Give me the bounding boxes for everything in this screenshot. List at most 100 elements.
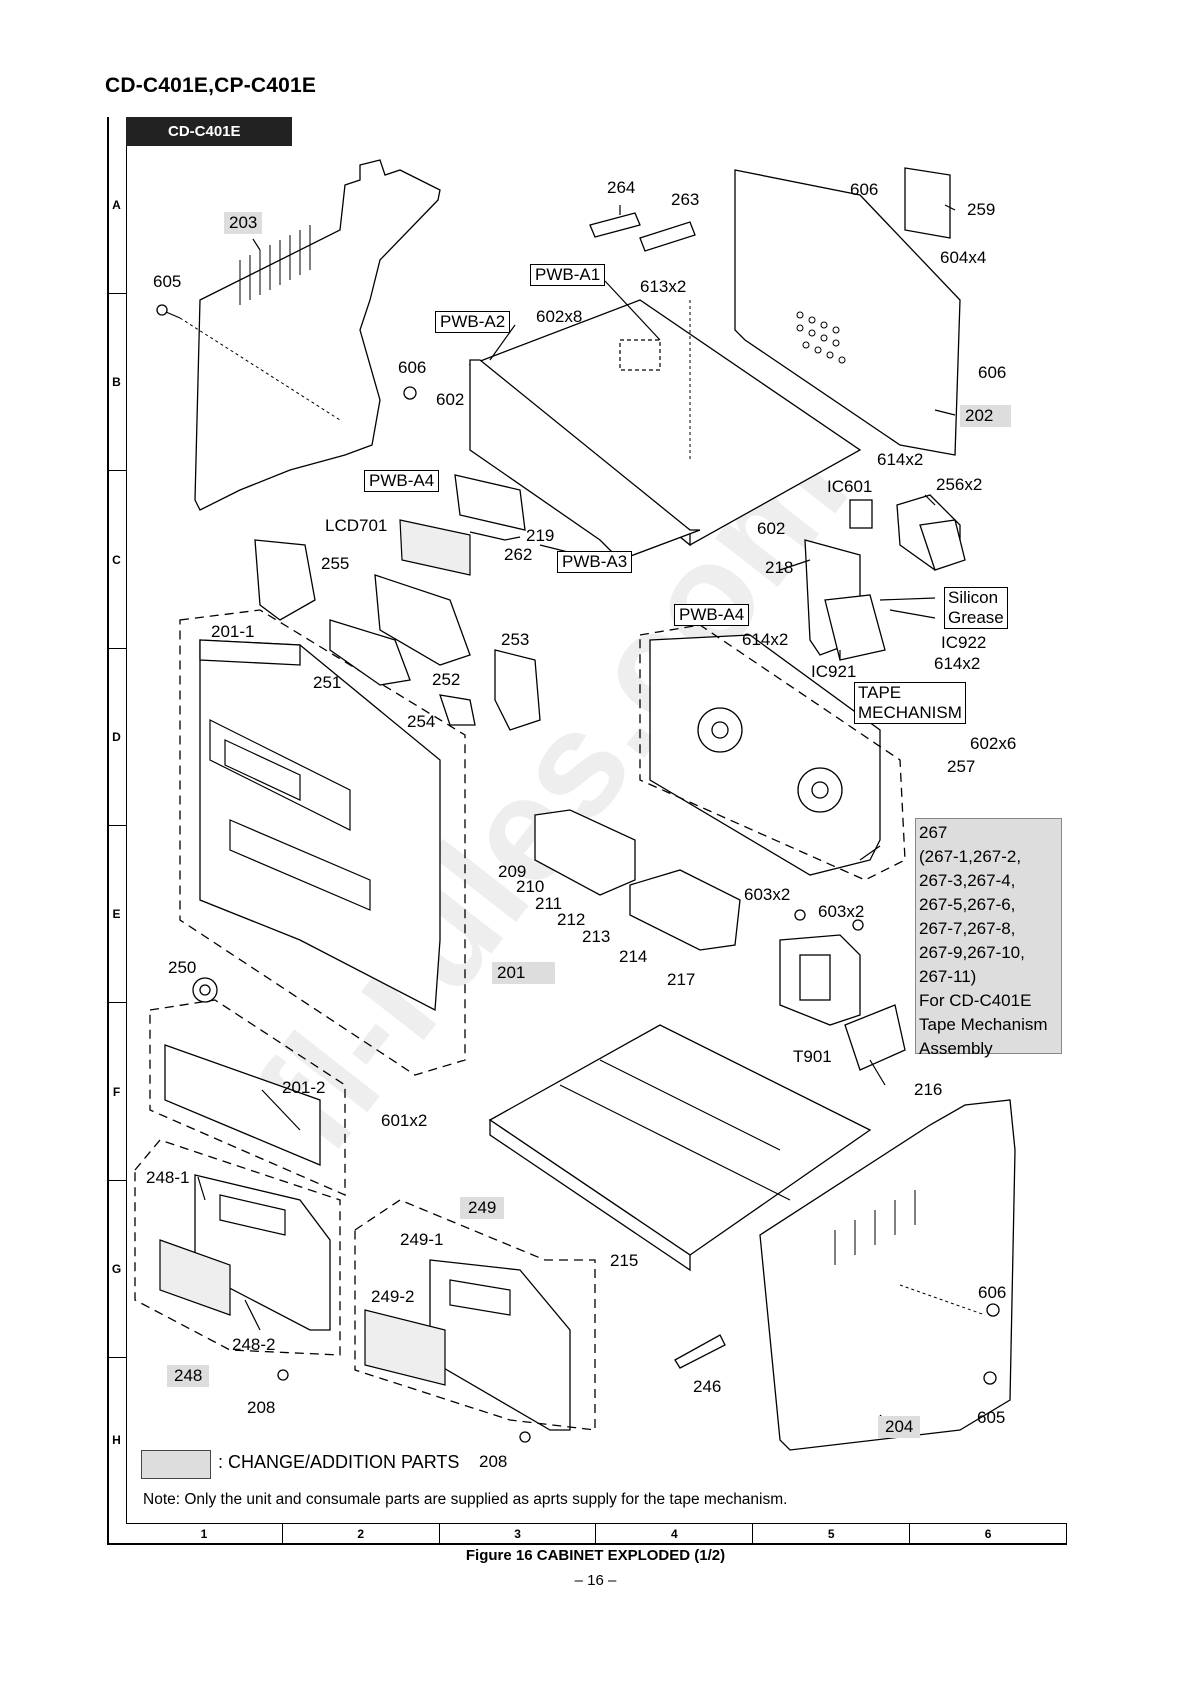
label-t901: T901 [793,1047,832,1066]
leader-lines [197,204,956,1429]
part-264 [589,212,641,238]
label-248: 248 [167,1365,210,1387]
label-248-1: 248-1 [146,1168,190,1187]
label-254: 254 [407,712,436,731]
legend-text: : CHANGE/ADDITION PARTS [218,1452,460,1472]
label-604x4: 604x4 [940,248,987,267]
part-263 [639,221,696,252]
label-tape-mechanism: TAPE MECHANISM [854,682,966,724]
column-index-strip: 1 2 3 4 5 6 [126,1523,1067,1544]
screw-208-left [277,1369,289,1381]
row-label-e: E [107,826,126,1003]
label-263: 263 [671,190,700,209]
label-262: 262 [504,545,533,564]
part-lcd701 [399,519,471,576]
part-256-heatsinks [849,494,966,571]
label-605-left: 605 [153,272,182,291]
label-210: 210 [516,877,545,896]
label-259: 259 [967,200,996,219]
label-202: 202 [960,405,1012,427]
drawing-frame [107,117,1067,1545]
screw-606-right [986,1303,1000,1317]
row-label-c: C [107,471,126,649]
label-614x2-lower-left: 614x2 [742,630,789,649]
label-pwb-a2: PWB-A2 [435,311,511,333]
label-246: 246 [693,1377,722,1396]
label-602-lower: 602 [757,519,786,538]
label-pwb-a4-upper: PWB-A4 [364,470,440,492]
screw-605-left [156,304,181,319]
label-601x2: 601x2 [381,1111,428,1130]
label-208-right: 208 [479,1452,508,1471]
label-602x6: 602x6 [970,734,1017,753]
supply-note: Note: Only the unit and consumale parts … [143,1491,788,1508]
label-pwb-a4-lower: PWB-A4 [674,604,750,626]
row-label-h: H [112,1433,121,1447]
label-614x2-lower-right: 614x2 [934,654,981,673]
screw-603-a [794,909,806,921]
label-ic922: IC922 [941,633,987,652]
label-602-upper: 602 [436,390,465,409]
part-219-bracket [454,474,526,531]
screw-603-b [852,919,864,931]
screw-208-right [519,1431,531,1443]
label-208-left: 208 [247,1398,276,1417]
part-203-side-panel [194,159,441,511]
label-250: 250 [168,958,197,977]
col-label-1: 1 [200,1527,208,1541]
label-201-2: 201-2 [282,1078,326,1097]
label-603x2-right: 603x2 [818,902,865,921]
part-248-2-window [159,1239,231,1316]
part-215-bottom-chassis [488,1024,872,1272]
label-614x2-upper: 614x2 [877,450,924,469]
label-253: 253 [501,630,530,649]
label-256x2: 256x2 [936,475,983,494]
label-203: 203 [224,212,263,234]
row-label-g: G [107,1181,126,1358]
label-ic921: IC921 [811,662,857,681]
label-pwb-a1: PWB-A1 [530,264,606,286]
label-248-2: 248-2 [232,1335,276,1354]
label-249-1: 249-1 [400,1230,444,1249]
label-255: 255 [321,554,350,573]
label-249-2: 249-2 [371,1287,415,1306]
model-tab: CD-C401E [126,117,292,146]
part-248-dashed-boundary [134,1139,341,1356]
part-249-1-door [429,1259,571,1431]
page-number: – 16 – [574,1572,617,1589]
label-silicon-grease: Silicon Grease [944,587,1008,629]
callout-267-tape-mechanism-assembly: 267 (267-1,267-2, 267-3,267-4, 267-5,267… [915,818,1062,1058]
label-204: 204 [878,1416,921,1438]
label-213: 213 [582,927,611,946]
label-201-1: 201-1 [211,622,255,641]
label-264: 264 [607,178,636,197]
part-251 [329,619,411,686]
row-label-b: B [107,294,126,471]
label-215: 215 [610,1251,639,1270]
label-602x8: 602x8 [536,307,583,326]
col-label-6: 6 [909,1524,1066,1544]
row-label-f: F [107,1003,126,1181]
part-201-2-dashed-boundary [149,999,346,1196]
label-212: 212 [557,910,586,929]
part-pwb-a-chassis [468,299,862,561]
label-606-top: 606 [850,180,879,199]
page-title: CD-C401E,CP-C401E [105,74,317,97]
label-613x2: 613x2 [640,277,687,296]
part-250-knob [192,977,218,1003]
part-201-front-panel [199,639,441,1012]
part-201-2 [164,1044,321,1166]
col-label-5: 5 [752,1524,909,1544]
part-tape-mechanism [649,634,881,876]
label-606-left: 606 [398,358,427,377]
row-label-d: D [107,649,126,826]
col-label-4: 4 [595,1524,752,1544]
part-254 [439,694,476,726]
label-252: 252 [432,670,461,689]
part-253 [494,649,541,731]
label-201: 201 [492,962,556,984]
row-index-strip: A B C D E F G H [107,117,127,1523]
label-606-right: 606 [978,1283,1007,1302]
label-249: 249 [460,1197,505,1219]
part-216 [844,1004,906,1071]
